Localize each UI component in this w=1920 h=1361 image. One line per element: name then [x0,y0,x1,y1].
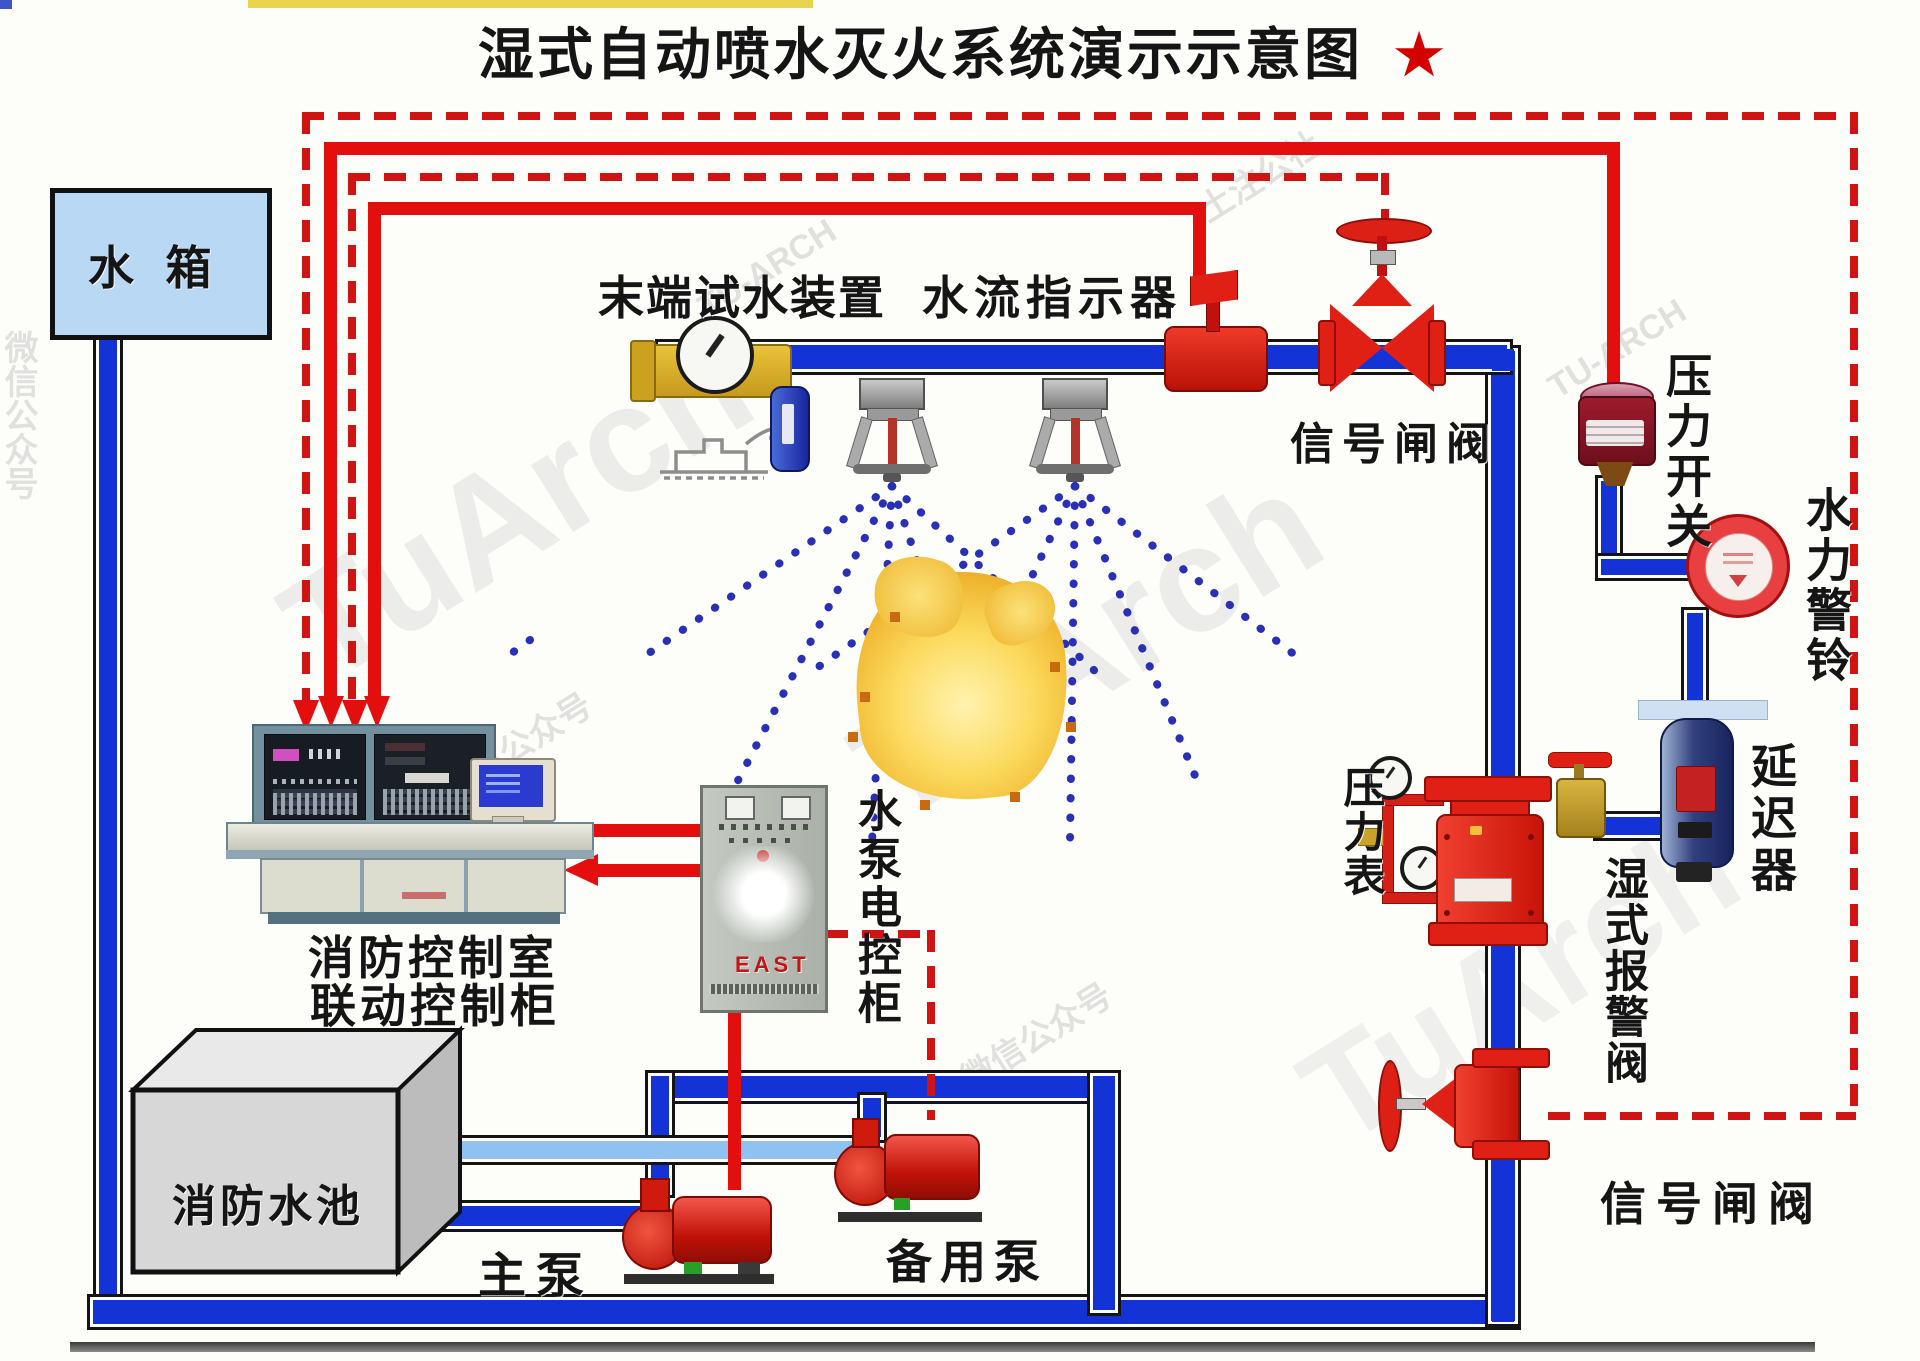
backup-pump [834,1118,986,1228]
cabinet-to-main-pump-line [728,1008,741,1190]
header-down-pipe [1087,1070,1121,1316]
gauge-tee-brass [1358,828,1384,846]
signal-line-flow-indicator-drop [1193,202,1206,284]
arrow-into-console-left [564,854,598,886]
water-flow-indicator [1164,326,1268,392]
water-tank [50,188,272,340]
fire-control-console [226,724,594,924]
page-title: 湿式自动喷水灭火系统演示示意图 ★ [478,10,1447,91]
flame [844,544,1080,811]
tank-downpipe [93,325,123,1321]
hydraulic-alarm-bell-label: 水力警铃 [1800,486,1851,686]
signal-line-dashed-top [302,112,1858,120]
water-tank-label: 水 箱 [88,243,222,294]
pressure-gauge-icon [1368,756,1412,800]
signal-gate-valve-bottom-label: 信号闸阀 [1600,1179,1824,1230]
top-yellow-strip [248,0,813,8]
sprinkler-icon [846,378,938,486]
wet-alarm-valve-label: 湿式报警阀 [1598,856,1647,1086]
alarm-test-valve [1548,752,1612,838]
retarder-label: 延迟器 [1745,742,1796,898]
ground-line [70,1342,1815,1352]
wet-alarm-valve [1420,776,1556,952]
corner-blue-mark [0,0,12,9]
bottom-main-pipe [87,1294,1521,1330]
signal-gate-valve-top [1318,218,1448,398]
cabinet-to-backup-pump-dash-h [826,930,934,938]
linkage-cabinet-label: 联动控制柜 [310,981,560,1032]
pump-control-cabinet: EAST [700,785,828,1013]
signal-line-dashed-left [302,112,310,704]
signal-line-flow-indicator-left [368,202,381,704]
signal-line-gate-valve-left [348,173,356,705]
signal-line-flow-indicator-h [368,202,1206,215]
pressure-gauge-label: 压力表 [1337,766,1383,898]
hydraulic-alarm-bell [1686,514,1790,618]
console-to-cabinet-line [588,824,704,837]
signal-line-pressure-switch-drop [1607,142,1620,390]
sprinkler-icon [1029,378,1121,486]
fire-water-pool-label: 消防水池 [172,1182,364,1231]
signal-gate-valve-bottom [1378,1048,1550,1160]
backup-pump-label: 备用泵 [886,1237,1048,1288]
signal-line-gate-valve-h [348,173,1388,181]
end-test-device-cap [630,340,656,402]
test-pressure-gauge-icon [676,316,754,394]
main-pump-stub-pipe [645,1070,675,1198]
cabinet-to-backup-pump-dash-v [927,930,935,1120]
title-text: 湿式自动喷水灭火系统演示示意图 [478,25,1363,87]
pool-suction-pipe-upper [417,1135,875,1165]
signal-line-pressure-switch-left [324,142,337,704]
end-test-device-label: 末端试水装置 [598,273,886,324]
retarder-bracket [1638,700,1768,720]
signal-line-gate-valve-drop [1381,173,1389,229]
signal-gate-valve-top-label: 信号闸阀 [1290,420,1498,469]
main-pump [620,1178,778,1292]
retarder [1660,718,1734,868]
signal-line-dashed-bottom [1548,1112,1856,1120]
arrow-into-console [318,696,344,728]
cabinet-brand: EAST [735,952,810,977]
pressure-switch-label: 压力开关 [1660,352,1711,552]
signal-line-dashed-right [1850,112,1858,1120]
star-icon: ★ [1394,25,1448,87]
pump-cabinet-label: 水泵电控柜 [851,788,900,1028]
arrow-into-console [364,696,390,728]
main-pump-label: 主泵 [478,1250,595,1303]
fire-water-pool [128,1025,465,1277]
pressure-switch [1578,382,1656,494]
test-valve-label-strip [782,404,794,444]
retarder-base [1676,862,1712,882]
signal-line-pressure-switch-h [324,142,1620,155]
fire-control-room-label: 消防控制室 [308,933,558,984]
water-flow-indicator-label: 水流指示器 [922,273,1182,324]
cabinet-to-console-line [598,864,704,877]
